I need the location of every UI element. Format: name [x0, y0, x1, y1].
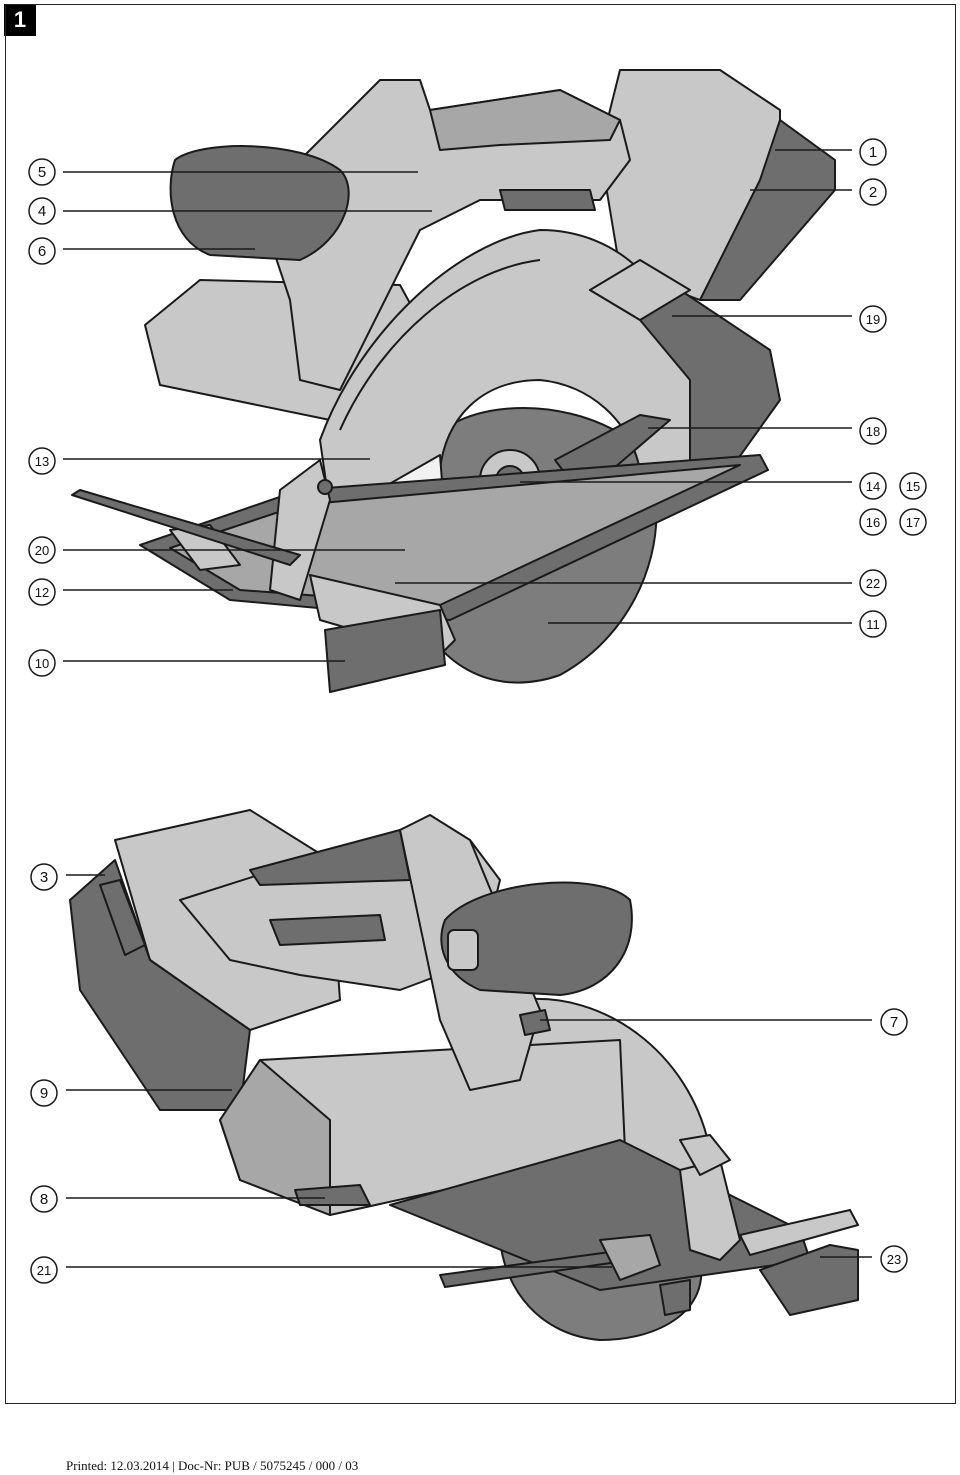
bevel-knob-top — [317, 479, 333, 495]
callout-4: 4 — [38, 203, 46, 220]
callout-9: 9 — [40, 1085, 48, 1102]
guard-foot-bottom — [659, 1279, 691, 1316]
bracket-clamp-bottom — [599, 1234, 661, 1281]
callout-14: 14 — [866, 479, 880, 494]
bottom-saw-view — [69, 809, 859, 1341]
callout-17: 17 — [906, 515, 920, 530]
main-handle-top — [269, 79, 631, 391]
guide-fence-bottom — [759, 1244, 859, 1316]
guard-cap-bottom — [679, 1134, 731, 1176]
figure-frame — [5, 4, 956, 1404]
callout-12: 12 — [35, 585, 49, 600]
callout-7: 7 — [890, 1014, 898, 1031]
callout-18: 18 — [866, 424, 880, 439]
callout-1: 1 — [869, 144, 877, 161]
callout-6: 6 — [38, 243, 46, 260]
bevel-bracket-bottom — [679, 1159, 741, 1261]
bottom-trigger-bottom — [294, 1184, 371, 1206]
callout-5: 5 — [38, 164, 46, 181]
parallel-guide-top — [71, 489, 301, 566]
handle-slot-top — [499, 189, 596, 211]
guide-rail-bottom — [739, 1209, 859, 1256]
callout-22: 22 — [866, 576, 880, 591]
callout-15: 15 — [906, 479, 920, 494]
callout-23: 23 — [887, 1252, 901, 1267]
callout-8: 8 — [40, 1191, 48, 1208]
figure-number-badge: 1 — [4, 4, 36, 36]
callout-13: 13 — [35, 454, 49, 469]
callout-11: 11 — [866, 617, 880, 632]
motor-end-bottom — [219, 1059, 331, 1216]
top-saw-view — [71, 69, 836, 693]
handle-grip-top — [429, 89, 621, 151]
front-knob-top — [169, 145, 350, 261]
handle-slot-bottom — [269, 914, 386, 946]
callout-20: 20 — [35, 543, 49, 558]
guide-fence-top — [324, 609, 446, 693]
lock-button-bottom — [519, 1009, 551, 1036]
front-knob-cap — [447, 929, 479, 971]
guard-rim-top — [339, 259, 541, 431]
callout-21: 21 — [37, 1263, 51, 1278]
callout-2: 2 — [869, 184, 877, 201]
callout-10: 10 — [35, 656, 49, 671]
print-footer: Printed: 12.03.2014 | Doc-Nr: PUB / 5075… — [66, 1458, 359, 1473]
guard-top-cap — [589, 259, 691, 321]
callout-circles — [28, 138, 927, 1284]
battery-base-top — [699, 119, 836, 301]
battery-window-bottom — [99, 879, 146, 956]
callout-3: 3 — [40, 869, 48, 886]
leader-lines — [63, 149, 872, 1268]
callout-numbers: 5 4 6 13 20 12 10 1 2 19 18 14 15 16 17 … — [35, 144, 920, 1278]
callout-16: 16 — [866, 515, 880, 530]
callout-19: 19 — [866, 312, 880, 327]
